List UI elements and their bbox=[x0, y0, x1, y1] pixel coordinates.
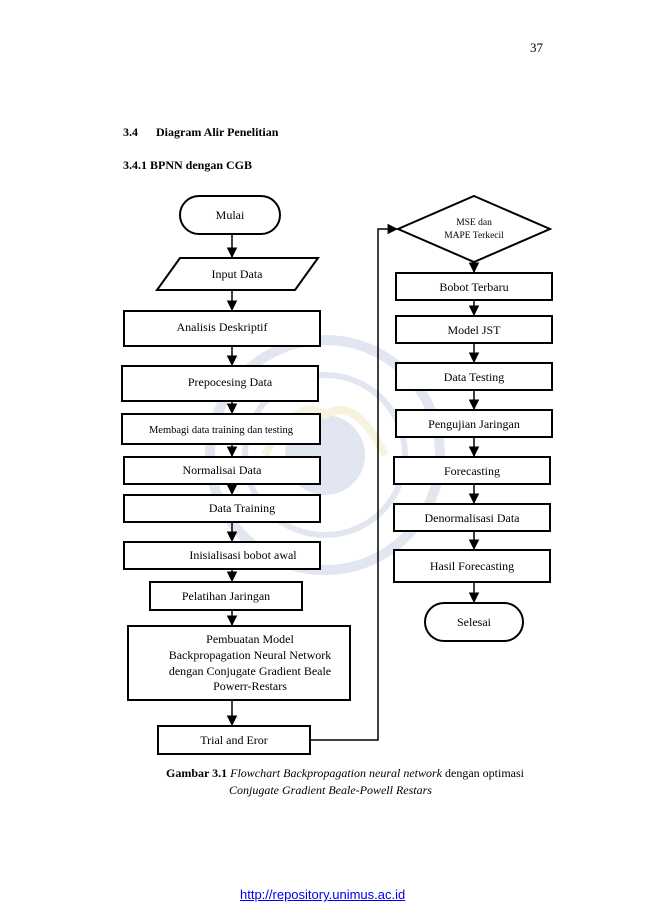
caption-normal-part: dengan optimasi bbox=[445, 766, 524, 780]
node-membagi-data: Membagi data training dan testing bbox=[121, 413, 321, 445]
node-selesai: Selesai bbox=[424, 602, 524, 642]
subsection-heading: 3.4.1 BPNN dengan CGB bbox=[123, 158, 253, 172]
node-bobot-terbaru: Bobot Terbaru bbox=[395, 272, 553, 301]
caption-line2: Conjugate Gradient Beale-Powell Restars bbox=[229, 783, 432, 797]
node-pengujian-jaringan: Pengujian Jaringan bbox=[395, 409, 553, 438]
node-data-testing: Data Testing bbox=[395, 362, 553, 391]
node-analisis-deskriptif: Analisis Deskriptif bbox=[123, 310, 321, 347]
node-label: Normalisai Data bbox=[183, 463, 263, 477]
node-label: Forecasting bbox=[444, 464, 500, 478]
node-label: Input Data bbox=[212, 267, 264, 281]
node-input-data: Input Data bbox=[155, 257, 320, 291]
node-pembuatan-model: Pembuatan Model Backpropagation Neural N… bbox=[127, 625, 351, 701]
node-label: Trial and Eror bbox=[200, 733, 268, 747]
node-label: Data Training bbox=[209, 501, 275, 515]
figure-number: Gambar 3.1 bbox=[166, 766, 228, 780]
node-hasil-forecasting: Hasil Forecasting bbox=[393, 549, 551, 583]
repository-link[interactable]: http://repository.unimus.ac.id bbox=[240, 887, 406, 902]
node-label: Analisis Deskriptif bbox=[177, 320, 268, 334]
page-number: 37 bbox=[530, 40, 543, 55]
node-model-jst: Model JST bbox=[395, 315, 553, 344]
node-label: Hasil Forecasting bbox=[430, 559, 514, 573]
node-trial-eror: Trial and Eror bbox=[157, 725, 311, 755]
node-label: Inisialisasi bobot awal bbox=[189, 548, 297, 562]
node-label: Selesai bbox=[457, 615, 492, 629]
caption-italic-part: Flowchart Backpropagation neural network bbox=[230, 766, 442, 780]
node-data-training: Data Training bbox=[123, 494, 321, 523]
node-forecasting: Forecasting bbox=[393, 456, 551, 485]
node-label-line3: dengan Conjugate Gradient Beale bbox=[169, 664, 331, 678]
left-arrows bbox=[226, 223, 399, 741]
node-label: Model JST bbox=[447, 323, 501, 337]
node-label-line2: Backpropagation Neural Network bbox=[169, 648, 332, 662]
node-label-line1: MSE dan bbox=[456, 218, 492, 228]
node-denormalisasi-data: Denormalisasi Data bbox=[393, 503, 551, 532]
node-pelatihan-jaringan: Pelatihan Jaringan bbox=[149, 581, 303, 611]
node-inisialisasi-bobot: Inisialisasi bobot awal bbox=[123, 541, 321, 570]
section-title: Diagram Alir Penelitian bbox=[156, 125, 279, 139]
node-normalisai-data: Normalisai Data bbox=[123, 456, 321, 485]
node-prepocesing-data: Prepocesing Data bbox=[121, 365, 319, 402]
node-label: Prepocesing Data bbox=[188, 375, 273, 389]
node-label: Denormalisasi Data bbox=[425, 511, 521, 525]
node-label: Pelatihan Jaringan bbox=[182, 589, 270, 603]
node-label: Bobot Terbaru bbox=[439, 280, 508, 294]
node-mse-mape: MSE dan MAPE Terkecil bbox=[395, 194, 553, 264]
node-label-line2: MAPE Terkecil bbox=[444, 231, 504, 241]
node-label: Membagi data training dan testing bbox=[149, 425, 294, 436]
section-number: 3.4 bbox=[123, 125, 138, 139]
node-label: Pengujian Jaringan bbox=[428, 417, 520, 431]
node-label-line4: Powerr-Restars bbox=[213, 679, 287, 693]
section-heading: 3.4 Diagram Alir Penelitian bbox=[123, 125, 278, 140]
node-label-line1: Pembuatan Model bbox=[206, 632, 294, 646]
node-label: Data Testing bbox=[444, 370, 505, 384]
node-mulai: Mulai bbox=[179, 195, 281, 235]
node-label: Mulai bbox=[216, 208, 245, 222]
